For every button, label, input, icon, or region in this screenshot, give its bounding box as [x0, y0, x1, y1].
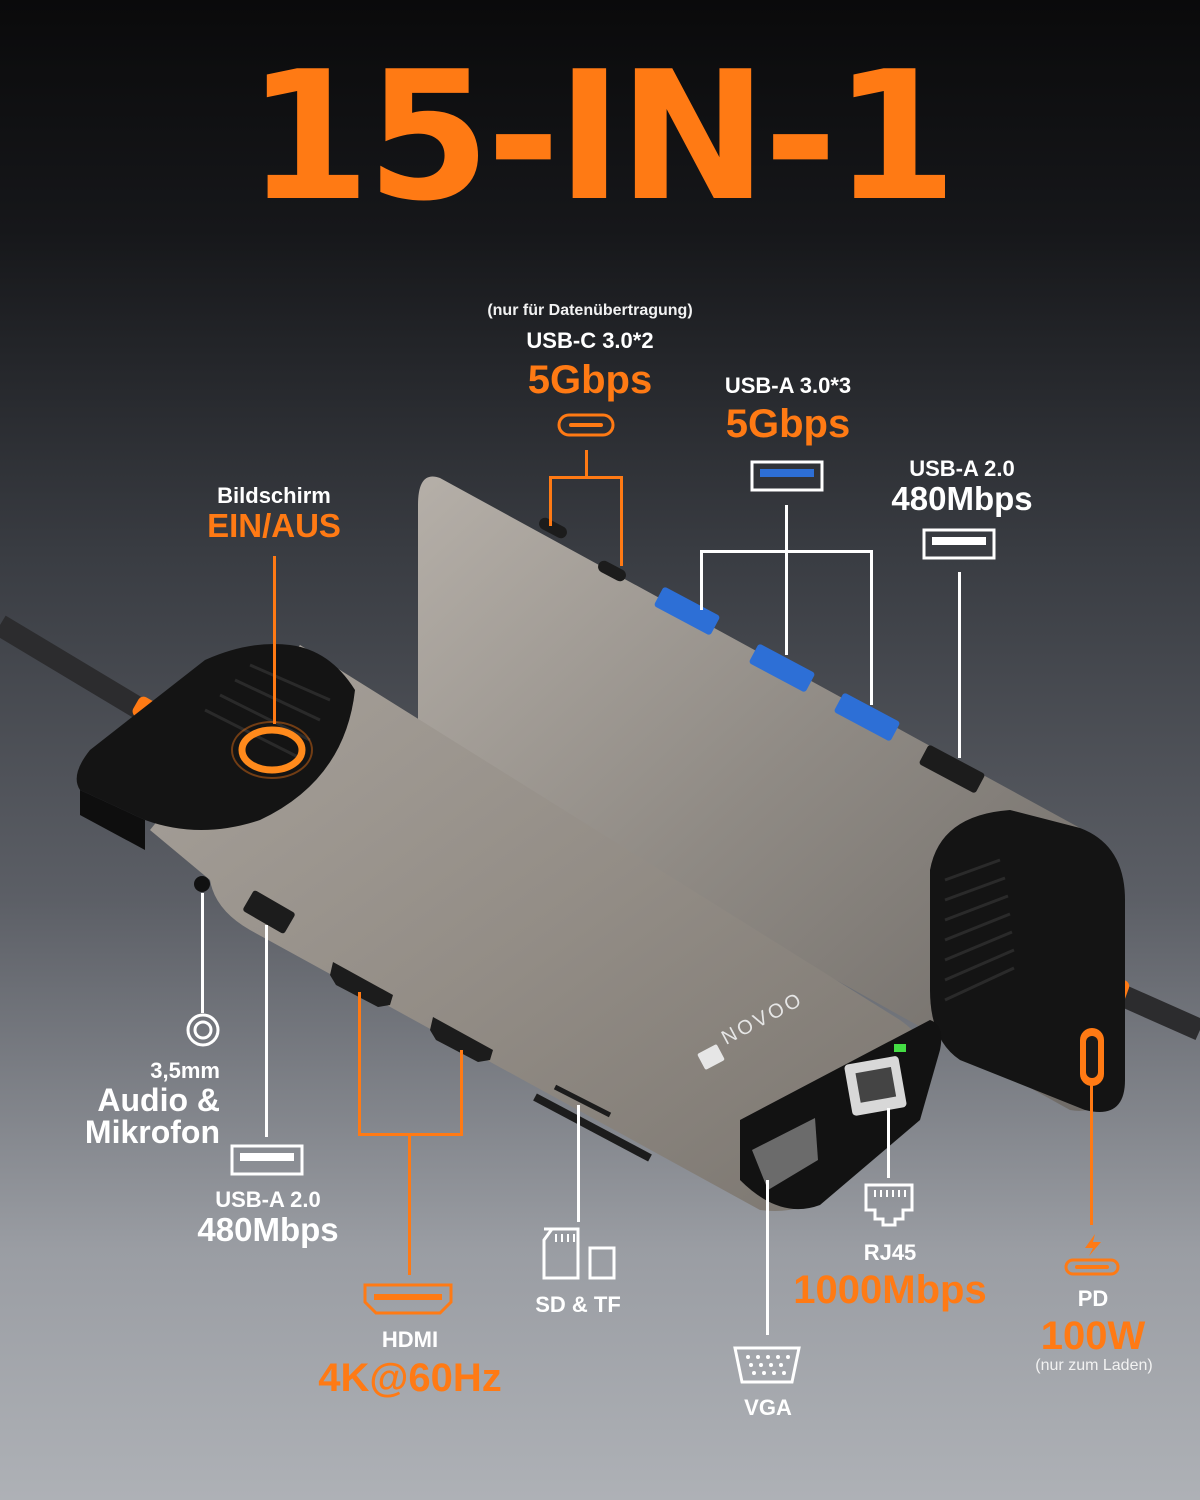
left-cable	[0, 615, 156, 725]
vga-name: VGA	[744, 1395, 792, 1420]
rj45-name: RJ45	[863, 1240, 917, 1265]
tf-card-icon	[588, 1246, 616, 1280]
usba2-bottom-name: USB-A 2.0	[215, 1187, 321, 1212]
usbc-name: USB-C 3.0*2	[526, 328, 654, 353]
audio-name: 3,5mm	[150, 1058, 220, 1083]
audio-line2: Mikrofon	[84, 1114, 220, 1150]
usb-a3-port-1	[654, 587, 720, 635]
usb-a-port-icon	[750, 460, 824, 492]
usb-c-port-2	[598, 560, 626, 582]
usb-a-port-icon	[922, 528, 996, 560]
usb-c-port-icon	[557, 413, 615, 437]
usb-a3-port-3	[834, 693, 900, 741]
vga-callout-line	[766, 1180, 769, 1335]
vga-port-icon	[733, 1346, 801, 1384]
rj45-port-icon	[864, 1183, 914, 1227]
audio-jack	[194, 876, 210, 892]
usba2-bottom-speed: 480Mbps	[197, 1211, 339, 1248]
usbc-callout-bar	[549, 476, 623, 479]
usb-a-port-icon	[230, 1144, 304, 1176]
front-hub-body	[150, 645, 931, 1211]
brand-logo-mark	[697, 1044, 725, 1070]
rj45-speed: 1000Mbps	[793, 1268, 987, 1312]
usba3-speed: 5Gbps	[725, 402, 851, 446]
hdmi-port-1	[330, 962, 393, 1007]
main-title: 15-IN-1	[246, 33, 958, 240]
pd-name: PD	[1077, 1286, 1109, 1311]
hdmi-port-icon	[363, 1283, 453, 1315]
sd-callout-line	[577, 1105, 580, 1222]
pd-note: (nur zum Laden)	[1035, 1357, 1153, 1374]
pd-callout-line	[1090, 1085, 1093, 1225]
usba3-callout-stem	[785, 505, 788, 655]
pd-power: 100W	[1040, 1314, 1146, 1358]
tf-slot	[553, 1084, 612, 1118]
usbc-callout-stem	[585, 450, 588, 478]
usba2-top-callout-line	[958, 572, 961, 758]
hdmi-callout-left	[358, 992, 361, 1135]
usbc-note: (nur für Datenübertragung)	[487, 302, 693, 319]
power-button-ring	[238, 726, 306, 774]
usb-c-port-1	[539, 517, 567, 539]
usbc-speed: 5Gbps	[527, 358, 653, 402]
usba3-name: USB-A 3.0*3	[724, 373, 852, 398]
sd-card-icon	[542, 1227, 616, 1280]
back-hub-cap	[930, 810, 1125, 1112]
vga-port	[752, 1118, 818, 1190]
hdmi-name: HDMI	[381, 1327, 439, 1352]
sd-slot	[533, 1093, 652, 1162]
power-callout-line	[273, 556, 276, 724]
hdmi-spec: 4K@60Hz	[318, 1356, 502, 1400]
power-name: Bildschirm	[217, 483, 331, 508]
pd-charging-icon	[1064, 1234, 1120, 1276]
front-hub-cap	[76, 644, 356, 830]
audio-jack-icon	[186, 1013, 220, 1047]
back-hub-body	[418, 476, 1100, 1111]
usb-a2-port-bottom	[243, 890, 295, 934]
usb-a3-port-2	[749, 644, 815, 692]
usba2-top-speed: 480Mbps	[891, 480, 1033, 517]
usb-a2-port-top	[919, 745, 985, 793]
audio-line1: Audio &	[97, 1082, 220, 1118]
audio-callout-line	[201, 893, 204, 1013]
power-state: EIN/AUS	[207, 507, 341, 544]
usba2-top-name: USB-A 2.0	[909, 456, 1015, 481]
rj45-callout-line	[887, 1108, 890, 1178]
usba2-bottom-callout-line	[265, 925, 268, 1137]
sdtf-name: SD & TF	[535, 1292, 621, 1317]
hdmi-port-2	[430, 1017, 493, 1062]
usba3-callout-bar	[700, 550, 872, 553]
